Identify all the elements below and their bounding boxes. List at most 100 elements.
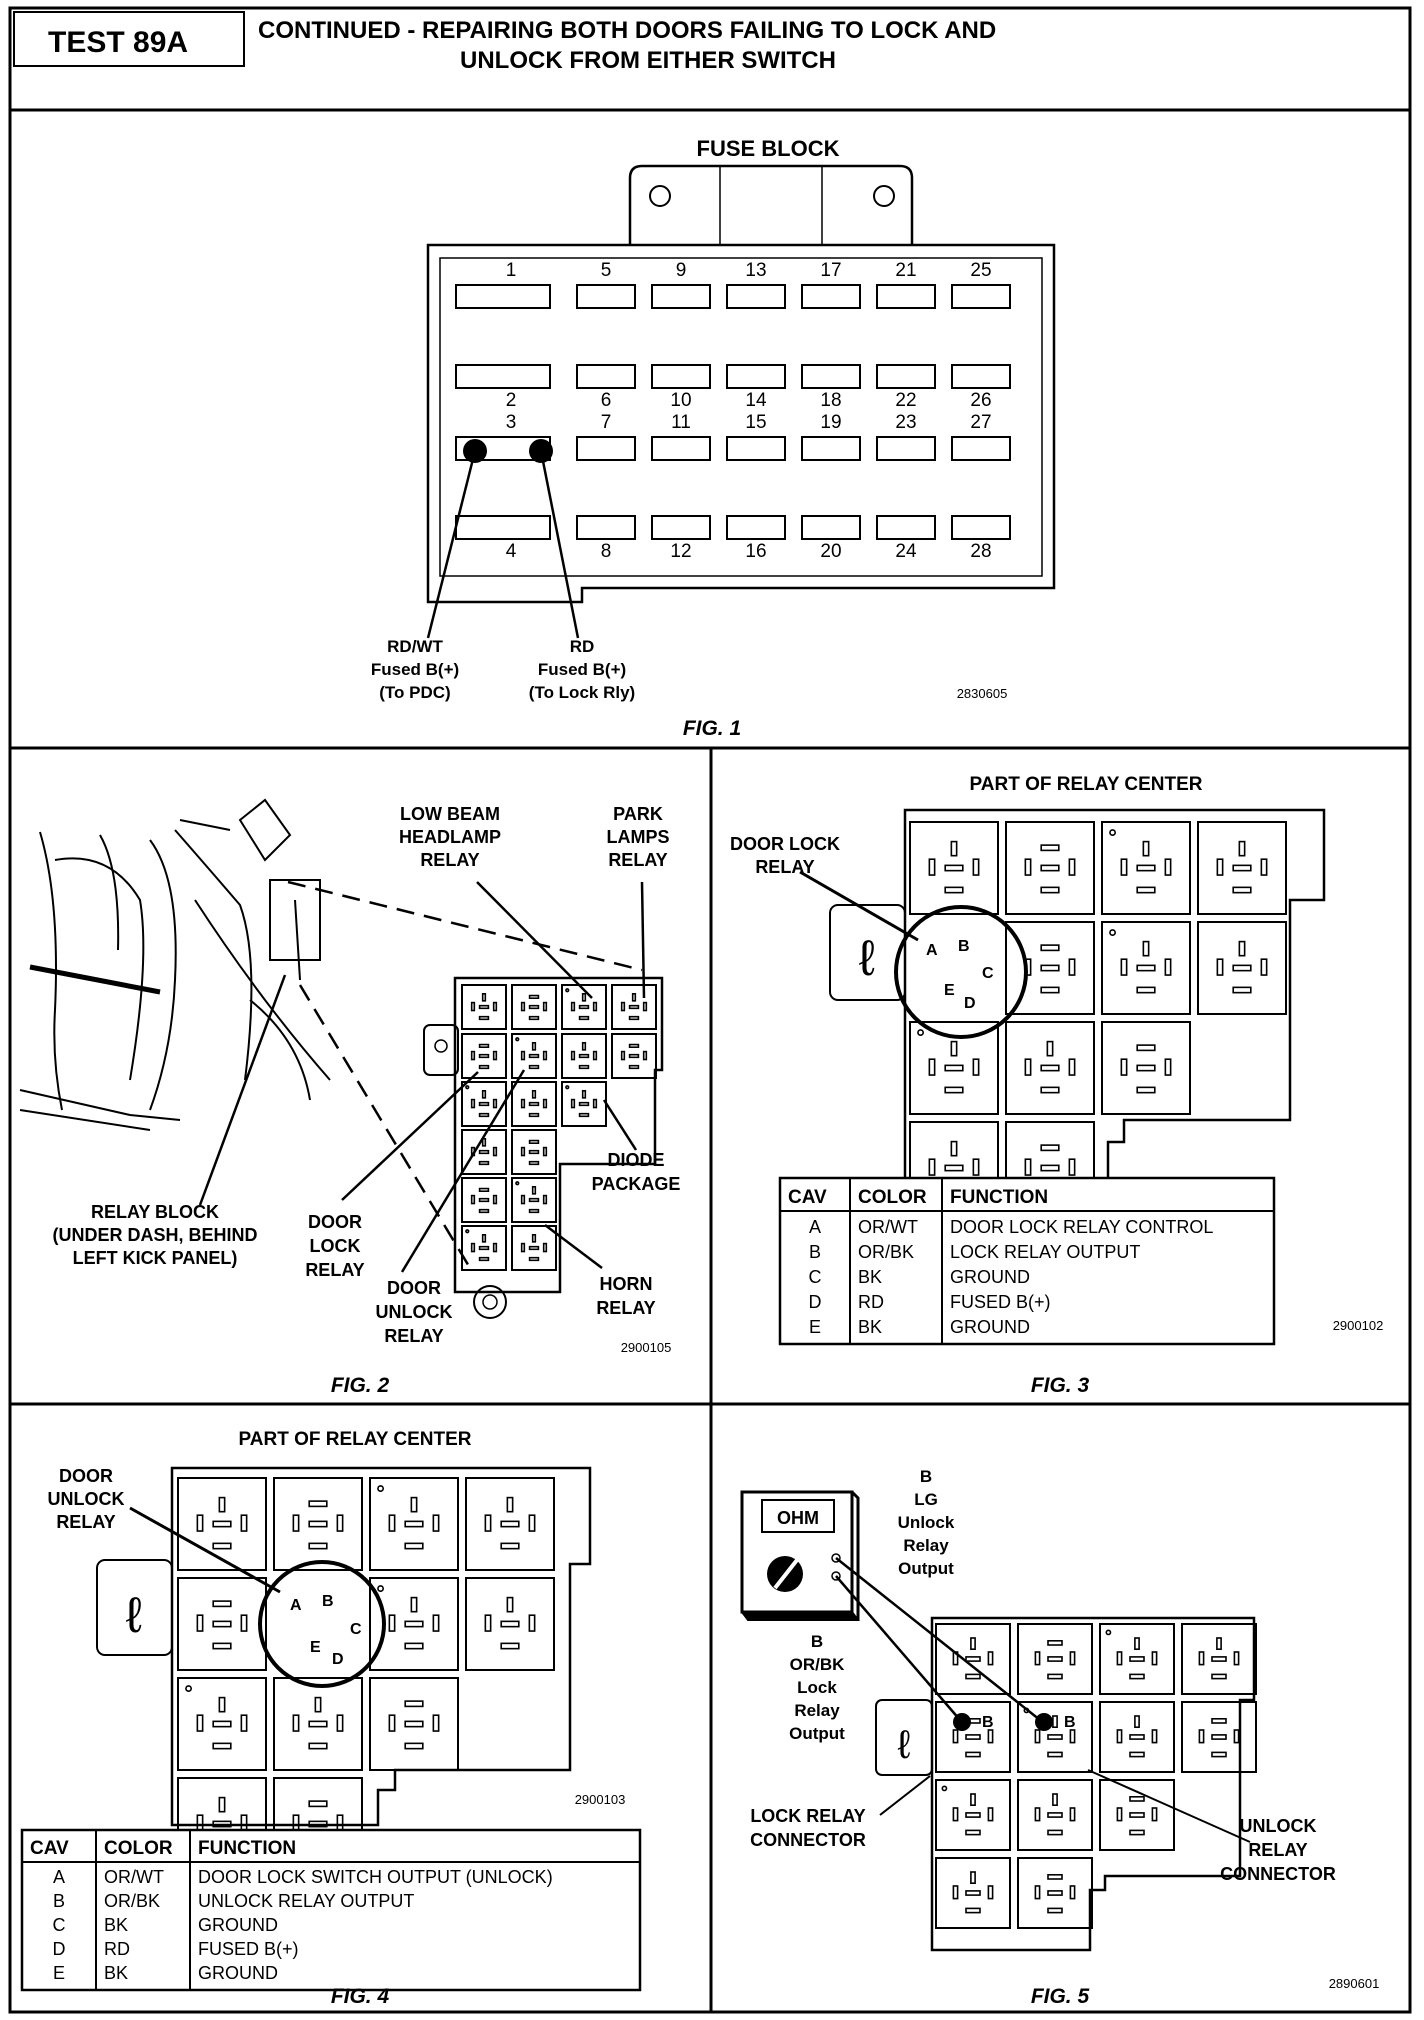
probe-dot-lock xyxy=(953,1713,971,1731)
relay-block-cells xyxy=(461,984,657,1271)
fuse-slot xyxy=(651,364,711,389)
fuse-slot xyxy=(801,364,861,389)
fig3-callout-1: DOOR LOCK xyxy=(730,834,840,854)
relay-cavity xyxy=(465,1477,555,1571)
relay-cavity xyxy=(1099,1779,1175,1851)
fig4-callout-3: RELAY xyxy=(56,1512,115,1532)
relay-cavity xyxy=(461,1081,507,1127)
fuse-number: 22 xyxy=(895,390,916,411)
fuse-number: 21 xyxy=(895,260,916,281)
fuse-number: 7 xyxy=(601,412,612,433)
fig4-pin-d: D xyxy=(332,1651,344,1668)
fig5-left-1: B xyxy=(811,1632,823,1651)
relay-cavity xyxy=(461,984,507,1030)
fuse-slot xyxy=(726,436,786,461)
cav-table-cell: BK xyxy=(104,1915,128,1935)
fig2-door-unlock-2: UNLOCK xyxy=(376,1302,453,1322)
fuse-number: 11 xyxy=(671,412,691,433)
fig5-left-3: Lock xyxy=(797,1678,837,1697)
cav-table-cell: E xyxy=(809,1317,821,1337)
fuse-number: 9 xyxy=(676,260,687,281)
fuse-number: 4 xyxy=(506,541,517,562)
fuse-number: 23 xyxy=(895,412,916,433)
fig3-pin-a: A xyxy=(926,942,938,959)
fuse-slot xyxy=(651,515,711,540)
fuse-slot xyxy=(651,436,711,461)
header-title-line2: UNLOCK FROM EITHER SWITCH xyxy=(460,47,836,74)
fig1-label-rd-2: Fused B(+) xyxy=(538,660,626,679)
fuse-slot xyxy=(576,436,636,461)
relay-cavity xyxy=(1005,1021,1095,1115)
relay-cavity xyxy=(511,1033,557,1079)
fuse-number: 8 xyxy=(601,541,612,562)
cav-table-cell: FUSED B(+) xyxy=(198,1939,299,1959)
fuse-number: 27 xyxy=(970,412,991,433)
fig5-top-3: Unlock xyxy=(898,1513,955,1532)
relay-cavity xyxy=(1101,921,1191,1015)
fuse-slot xyxy=(876,364,936,389)
cav-table-cell: D xyxy=(809,1292,822,1312)
fig4-caption: FIG. 4 xyxy=(331,1985,390,2008)
relay-cavity xyxy=(1005,921,1095,1015)
relay-cavity xyxy=(1101,821,1191,915)
fuse-number: 19 xyxy=(820,412,841,433)
fuse-slot xyxy=(951,284,1011,309)
fig1-label-rd-1: RD xyxy=(570,637,595,656)
fuse-number: 5 xyxy=(601,260,612,281)
fig1-label-rdwt-3: (To PDC) xyxy=(379,683,450,702)
fuse-number: 24 xyxy=(895,541,917,562)
fuse-number: 13 xyxy=(745,260,766,281)
relay-cavity xyxy=(511,1129,557,1175)
fuse-number: 14 xyxy=(745,390,767,411)
relay-center-cells xyxy=(177,1477,555,1871)
cav-table-cell: BK xyxy=(858,1317,882,1337)
fig2-diode-1: DIODE xyxy=(607,1150,664,1170)
relay-cavity xyxy=(1099,1623,1175,1695)
fig1-caption: FIG. 1 xyxy=(683,717,741,740)
relay-cavity xyxy=(561,1033,607,1079)
fig5-left-4: Relay xyxy=(794,1701,840,1720)
fig2-door-lock-2: LOCK xyxy=(310,1236,361,1256)
fig3-keyhole-icon: ℓ xyxy=(859,930,875,986)
fuse-slot xyxy=(576,364,636,389)
cav-table-cell: LOCK RELAY OUTPUT xyxy=(950,1242,1140,1262)
cav-table-cell: OR/BK xyxy=(104,1891,160,1911)
fig5-pin-b-lock: B xyxy=(982,1714,994,1731)
cav-table-header: CAV xyxy=(788,1187,827,1208)
fig3-callout-2: RELAY xyxy=(755,857,814,877)
cav-table-header: CAV xyxy=(30,1838,69,1859)
relay-cavity xyxy=(369,1477,459,1571)
fig5-caption: FIG. 5 xyxy=(1031,1985,1090,2008)
relay-cavity xyxy=(369,1677,459,1771)
fig3-pin-d: D xyxy=(964,995,976,1012)
fig2-low-beam-1: LOW BEAM xyxy=(400,804,500,824)
cav-table-cell: BK xyxy=(104,1963,128,1983)
fig2-relay-block-3: LEFT KICK PANEL) xyxy=(73,1248,238,1268)
cav-table-cell: A xyxy=(809,1217,821,1237)
cav-table-cell: BK xyxy=(858,1267,882,1287)
cav-table-cell: A xyxy=(53,1867,65,1887)
fuse-slot xyxy=(876,284,936,309)
fig2-horn-1: HORN xyxy=(600,1274,653,1294)
page-frame xyxy=(8,6,1412,2014)
fig1-label-rdwt-2: Fused B(+) xyxy=(371,660,459,679)
fig1-label-rdwt-1: RD/WT xyxy=(387,637,443,656)
fig5-left-2: OR/BK xyxy=(790,1655,846,1674)
fuse-slot xyxy=(951,515,1011,540)
cav-table-header: COLOR xyxy=(858,1187,927,1208)
fuse-slot xyxy=(455,515,551,540)
fig5-lock-conn-1: LOCK RELAY xyxy=(750,1806,865,1826)
relay-center-cells xyxy=(935,1623,1257,1929)
cav-table-cell: DOOR LOCK RELAY CONTROL xyxy=(950,1217,1213,1237)
relay-cavity xyxy=(1005,821,1095,915)
fuse-number: 12 xyxy=(670,541,691,562)
fuse-number: 16 xyxy=(745,541,766,562)
relay-cavity xyxy=(611,984,657,1030)
cav-table-cell: GROUND xyxy=(198,1963,278,1983)
fig5-part-no: 2890601 xyxy=(1329,1976,1380,1991)
relay-cavity xyxy=(1197,921,1287,1015)
fuse-slot xyxy=(726,364,786,389)
fuse-slot xyxy=(455,284,551,309)
cav-table-cell: DOOR LOCK SWITCH OUTPUT (UNLOCK) xyxy=(198,1867,553,1887)
